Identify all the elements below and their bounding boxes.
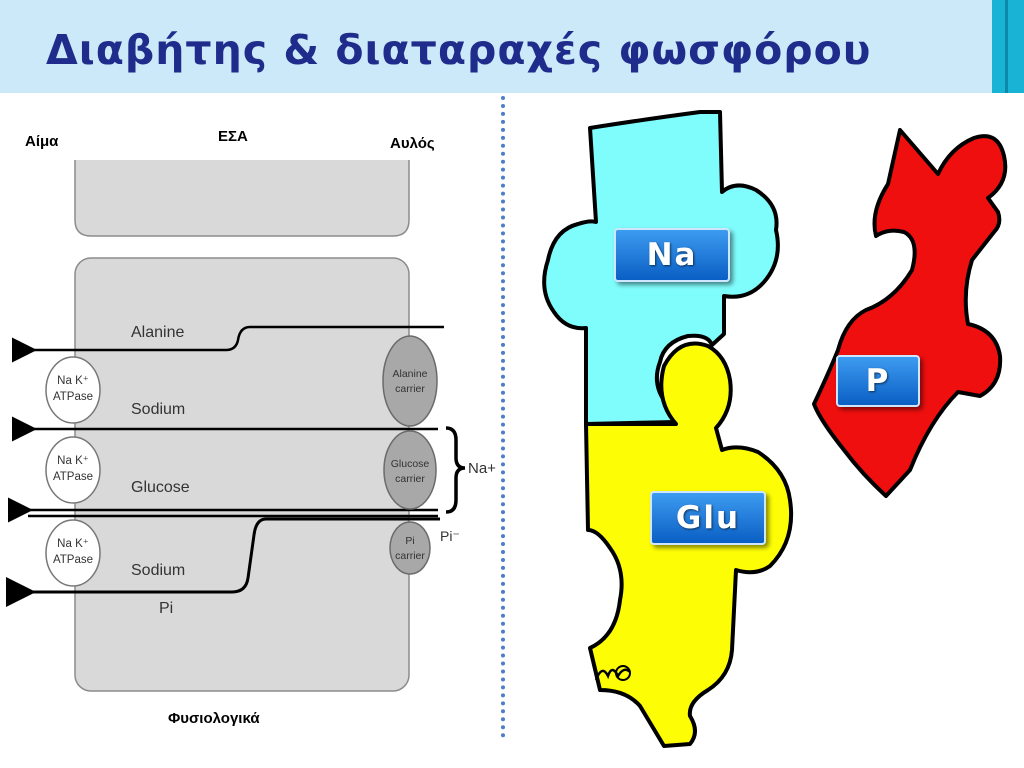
pi-side-label: Pi⁻ xyxy=(440,528,460,544)
flow-label-pi: Pi xyxy=(159,600,173,617)
label-blood: Αίμα xyxy=(25,133,59,150)
alanine-flow-line xyxy=(11,325,444,363)
puzzle-piece-p xyxy=(812,128,1008,498)
renal-transport-diagram: Alanine Sodium Glucose Sodium Pi Na K⁺ A… xyxy=(5,160,496,692)
pump-label-line2: ATPase xyxy=(53,391,93,403)
na-k-atpase-pump-3: Na K⁺ ATPase xyxy=(45,519,101,587)
flow-label-sodium-1: Sodium xyxy=(131,401,185,418)
glucose-carrier-line1: Glucose xyxy=(391,458,430,470)
flow-label-alanine: Alanine xyxy=(131,324,184,341)
brace-label-na: Na+ xyxy=(468,460,496,477)
badge-na: Na xyxy=(614,228,730,282)
pi-carrier-line1: Pi xyxy=(405,535,414,547)
glucose-carrier-line2: carrier xyxy=(395,473,425,485)
pump-label-line1: Na K⁺ xyxy=(57,375,89,387)
artist-signature xyxy=(594,668,631,681)
pi-carrier-line2: carrier xyxy=(395,550,425,562)
flow-label-sodium-2: Sodium xyxy=(131,562,185,579)
diagram-caption: Φυσιολογικά xyxy=(168,710,260,727)
title-accent-bar xyxy=(992,0,1024,93)
alanine-carrier: Alanine carrier xyxy=(382,335,438,427)
badge-glu: Glu xyxy=(650,491,766,545)
alanine-carrier-line1: Alanine xyxy=(392,368,427,380)
upper-cell xyxy=(74,160,410,237)
sodium-brace xyxy=(445,426,466,514)
pi-carrier: Pi carrier xyxy=(389,521,431,575)
label-ecs: ΕΣΑ xyxy=(218,128,248,145)
badge-p: P xyxy=(836,355,920,407)
title-bar xyxy=(0,0,992,93)
slide-title: Διαβήτης & διαταραχές φωσφόρου xyxy=(46,26,872,74)
pump-label-line2: ATPase xyxy=(53,471,93,483)
pump-label-line1: Na K⁺ xyxy=(57,455,89,467)
alanine-carrier-line2: carrier xyxy=(395,383,425,395)
copyright-mark xyxy=(615,665,631,681)
label-lumen: Αυλός xyxy=(390,135,435,152)
na-k-atpase-pump-2: Na K⁺ ATPase xyxy=(45,436,101,504)
pump-label-line1: Na K⁺ xyxy=(57,538,89,550)
glucose-carrier: Glucose carrier xyxy=(383,430,437,510)
sodium-pi-flow-line xyxy=(5,517,440,607)
title-accent-line xyxy=(1005,0,1008,93)
flow-label-glucose: Glucose xyxy=(131,479,190,496)
panel-divider xyxy=(501,96,505,738)
pump-label-line2: ATPase xyxy=(53,554,93,566)
na-k-atpase-pump-1: Na K⁺ ATPase xyxy=(45,356,101,424)
